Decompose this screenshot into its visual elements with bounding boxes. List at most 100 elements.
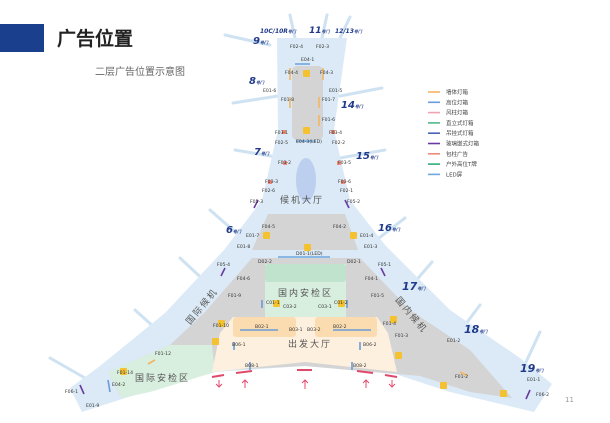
ad-label[interactable]: E01-3 [364,244,377,250]
area-label: 出发大厅 [288,338,332,350]
gate-suffix: 号门 [535,368,544,373]
lightbox-icon [212,338,219,345]
ad-label[interactable]: F03-3 [265,179,278,185]
ad-label[interactable]: B08-1 [245,363,259,369]
ad-mark [344,199,350,209]
gate-suffix: 号门 [354,29,363,34]
ad-label[interactable]: E04-3(LED) [296,139,322,145]
lightbox-icon [120,368,127,375]
ad-label[interactable]: F01-5 [371,293,384,299]
ad-label[interactable]: F01-12 [155,351,171,357]
ad-label[interactable]: B03-1 [289,327,303,333]
ad-label[interactable]: F02-5 [275,140,288,146]
ad-label[interactable]: F03-2 [278,160,291,166]
ad-label[interactable]: F03-6 [338,179,351,185]
ad-label[interactable]: E01-5 [329,88,342,94]
ad-label[interactable]: F02-4 [290,44,303,50]
legend-label: LED屏 [446,171,463,178]
ad-label[interactable]: B06-2 [363,342,377,348]
ad-label[interactable]: C03-1 [318,304,332,310]
ad-label[interactable]: D02-1 [347,259,361,265]
gate-suffix: 号门 [355,104,364,109]
ad-label[interactable]: E04-1 [301,57,314,63]
ad-label[interactable]: B02-1 [255,324,269,330]
ad-label[interactable]: E01-7 [246,233,259,239]
lightbox-icon [500,390,507,397]
gate-label: 17号门 [402,280,426,293]
gate-label: 8号门 [249,76,265,87]
ad-label[interactable]: F05-4 [217,262,230,268]
ad-label[interactable]: F04-4 [285,70,298,76]
ad-label[interactable]: F05-3 [250,199,263,205]
gate-number: 9 [253,36,260,47]
ad-label[interactable]: E01-4 [360,233,373,239]
ad-label[interactable]: F02-1 [340,188,353,194]
ad-label[interactable]: F04-6 [237,276,250,282]
gate-number: 18 [464,323,480,336]
ad-label[interactable]: F04-5 [262,224,275,230]
ad-label[interactable]: F01-8 [281,97,294,103]
ad-label[interactable]: F05-1 [378,262,391,268]
column-ad-mark [341,180,345,184]
ad-label[interactable]: F04-3 [320,70,333,76]
ad-label[interactable]: F01-9 [228,293,241,299]
ad-mark [220,267,226,277]
gate-label: 15号门 [356,151,379,162]
ad-label[interactable]: C01-1 [266,300,280,306]
page-number: 11 [565,396,574,404]
ad-label[interactable]: F06-2 [536,392,549,398]
gate-number: 12/13 [335,28,354,35]
ad-label[interactable]: F05-2 [347,199,360,205]
international-security-zone [108,345,215,398]
lightbox-icon [350,232,357,239]
ad-label[interactable]: F03-1 [275,130,288,136]
ad-label[interactable]: B08-2 [353,363,367,369]
ad-label[interactable]: B02-2 [333,324,347,330]
ad-label[interactable]: F04-1 [365,276,378,282]
ad-label[interactable]: E01-6 [263,88,276,94]
ad-label[interactable]: F02-2 [332,140,345,146]
legend-label: 户外高位T牌 [446,160,477,168]
domestic-security-top [265,264,346,282]
ad-label[interactable]: E01-1 [527,377,540,383]
legend-label: 直立式灯箱 [446,119,474,127]
ad-label[interactable]: B03-2 [307,327,321,333]
gate-label: 9号门 [253,36,269,47]
ad-mark [380,267,386,277]
ad-label[interactable]: F01-4 [383,321,396,327]
ad-label[interactable]: F03-5 [338,160,351,166]
ad-label[interactable]: F03-4 [329,130,342,136]
ad-label[interactable]: F02-3 [316,44,329,50]
ad-label[interactable]: F01-10 [213,323,229,329]
legend-label: 墙体灯箱 [446,88,469,96]
ad-label[interactable]: E01-2 [447,338,460,344]
ad-mark [253,199,259,209]
ad-label[interactable]: F01-2 [455,374,468,380]
gate-number: 17 [402,280,418,293]
area-label: 国内安检区 [278,287,333,299]
gate-suffix: 号门 [288,29,297,34]
ad-label[interactable]: F01-14 [117,370,133,376]
ad-label[interactable]: D01-1(LED) [296,251,323,257]
ad-mark [107,379,111,393]
column-ad-mark [268,180,272,184]
ad-label[interactable]: C01-2 [334,300,348,306]
ad-label[interactable]: D02-2 [258,259,272,265]
ad-label[interactable]: E01-9 [86,403,99,409]
ad-label[interactable]: F06-1 [65,389,78,395]
ad-label[interactable]: F01-7 [322,97,335,103]
lightbox-icon [304,244,311,251]
ad-label[interactable]: E01-8 [237,244,250,250]
ad-label[interactable]: F01-3 [395,333,408,339]
ad-label[interactable]: C03-2 [283,304,297,310]
ad-label[interactable]: B06-1 [232,342,246,348]
gate-number: 16 [378,223,392,234]
legend-label: 高位灯箱 [446,98,469,106]
ad-label[interactable]: E04-2 [112,382,125,388]
ad-label[interactable]: F04-2 [333,224,346,230]
ad-label[interactable]: F01-6 [322,117,335,123]
gate-label: 18号门 [464,323,488,336]
gate-label: 11号门 [309,26,331,36]
ad-label[interactable]: F02-6 [262,188,275,194]
